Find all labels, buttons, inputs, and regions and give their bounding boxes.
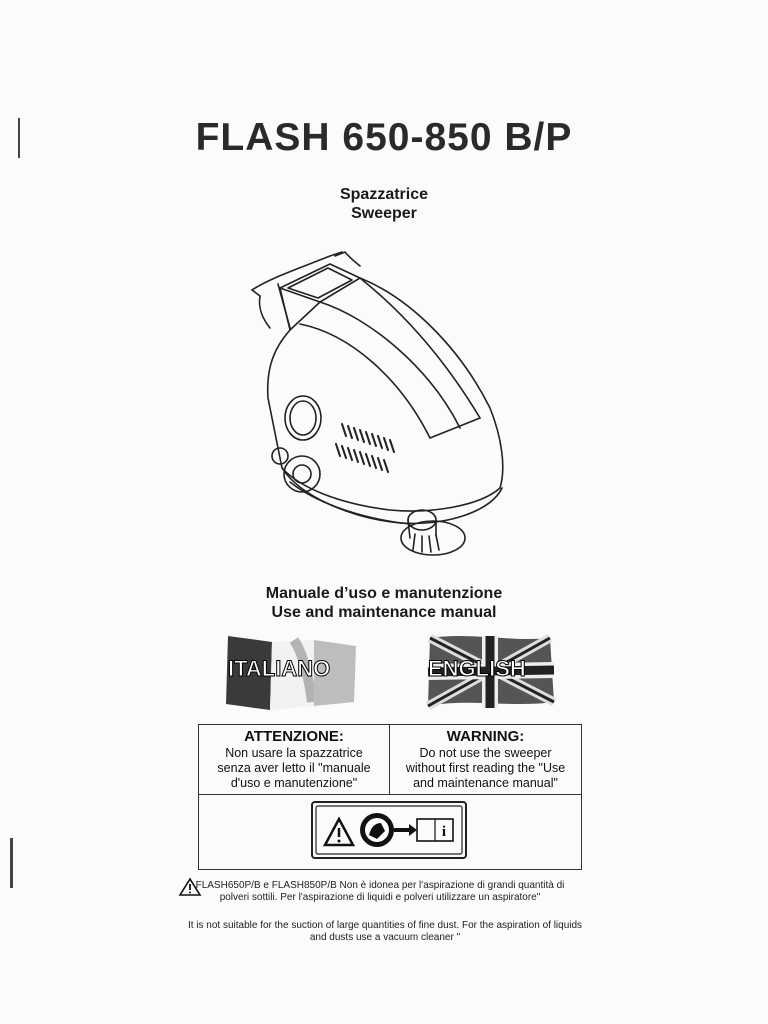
- subtitle-italian: Spazzatrice: [339, 186, 429, 203]
- warning-text-italian-line: d'uso e manutenzione": [230, 776, 358, 790]
- warning-english: WARNING: Do not use the sweeper without …: [390, 725, 581, 795]
- pictogram-info-letter: i: [442, 824, 446, 840]
- warning-divider: [199, 794, 581, 795]
- warning-text-italian-line: Non usare la spazzatrice: [225, 746, 363, 760]
- manual-title-english: Use and maintenance manual: [271, 604, 497, 621]
- warning-triangle-icon: [178, 877, 202, 896]
- warning-heading-italian: ATTENZIONE:: [244, 728, 344, 745]
- warning-text-english-line: Do not use the sweeper: [419, 746, 552, 760]
- italian-language-label: ITALIANO: [227, 656, 331, 682]
- document-title: FLASH 650-850 B/P: [195, 116, 573, 159]
- warning-heading-english: WARNING:: [446, 728, 525, 745]
- warning-text-italian-line: senza aver letto il "manuale: [217, 761, 371, 775]
- warning-text-english-line: without first reading the "Use: [405, 761, 566, 775]
- dust-note-english: It is not suitable for the suction of la…: [187, 920, 583, 943]
- dust-note-italian: FLASH650P/B e FLASH850P/B Non è idonea p…: [195, 880, 565, 903]
- italian-flag-icon: [226, 636, 356, 710]
- english-flag-icon: [425, 634, 557, 710]
- warning-text-english-line: and maintenance manual": [413, 776, 558, 790]
- manual-title-italian: Manuale d’uso e manutenzione: [265, 585, 503, 602]
- warning-box: ATTENZIONE: Non usare la spazzatrice sen…: [198, 724, 582, 870]
- subtitle-english: Sweeper: [351, 205, 417, 222]
- read-manual-pictogram-icon: i: [311, 801, 467, 859]
- warning-italian: ATTENZIONE: Non usare la spazzatrice sen…: [199, 725, 390, 795]
- scan-mark-bottom: [10, 838, 13, 888]
- sweeper-machine-illustration: [251, 251, 504, 556]
- english-language-label: ENGLISH: [428, 656, 527, 682]
- scan-mark-top: [18, 118, 20, 158]
